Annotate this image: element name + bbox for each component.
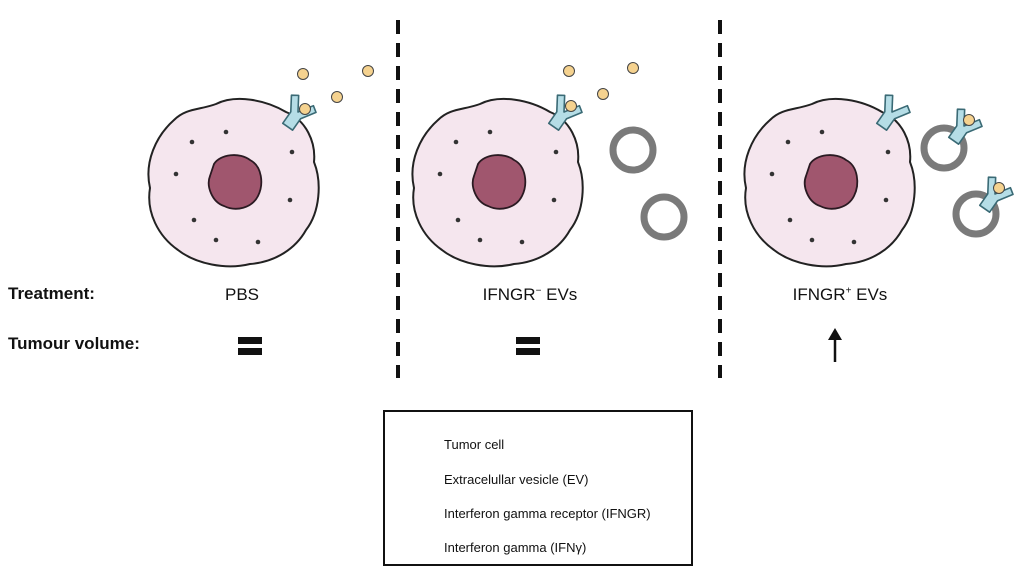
tumour-volume-label: Tumour volume: xyxy=(8,334,140,353)
ifn-bound-ifngr-pos-2 xyxy=(993,182,1005,194)
legend-ifn-label: Interferon gamma (IFNγ) xyxy=(444,540,587,555)
treatment-label: Treatment: xyxy=(8,284,95,303)
treatment-ifngr-pos: IFNGR+ EVs xyxy=(792,285,888,304)
ev-ifngr-neg-1 xyxy=(613,130,653,170)
ifn-bound-pbs xyxy=(299,103,311,115)
up-arrow-ifngr-pos xyxy=(828,328,842,362)
equal-sign-pbs xyxy=(238,337,262,355)
legend-receptor-label: Interferon gamma receptor (IFNGR) xyxy=(444,506,651,521)
ifn-free-ifngr-neg-1 xyxy=(563,65,575,77)
ifn-free-pbs-3 xyxy=(362,65,374,77)
ifn-bound-ifngr-neg xyxy=(565,100,577,112)
ev-ifngr-neg-2 xyxy=(644,197,684,237)
equal-sign-ifngr-neg xyxy=(516,337,540,355)
treatment-ifngr-neg: IFNGR− EVs xyxy=(482,285,578,304)
legend-ev-label: Extracelullar vesicle (EV) xyxy=(444,472,589,487)
ifn-free-pbs-1 xyxy=(297,68,309,80)
legend-box xyxy=(383,410,693,566)
ifn-free-ifngr-neg-2 xyxy=(597,88,609,100)
ifn-bound-ifngr-pos-1 xyxy=(963,114,975,126)
treatment-pbs: PBS xyxy=(224,285,260,304)
ifn-free-ifngr-neg-3 xyxy=(627,62,639,74)
legend-tumor-cell-label: Tumor cell xyxy=(444,437,505,452)
ifn-free-pbs-2 xyxy=(331,91,343,103)
